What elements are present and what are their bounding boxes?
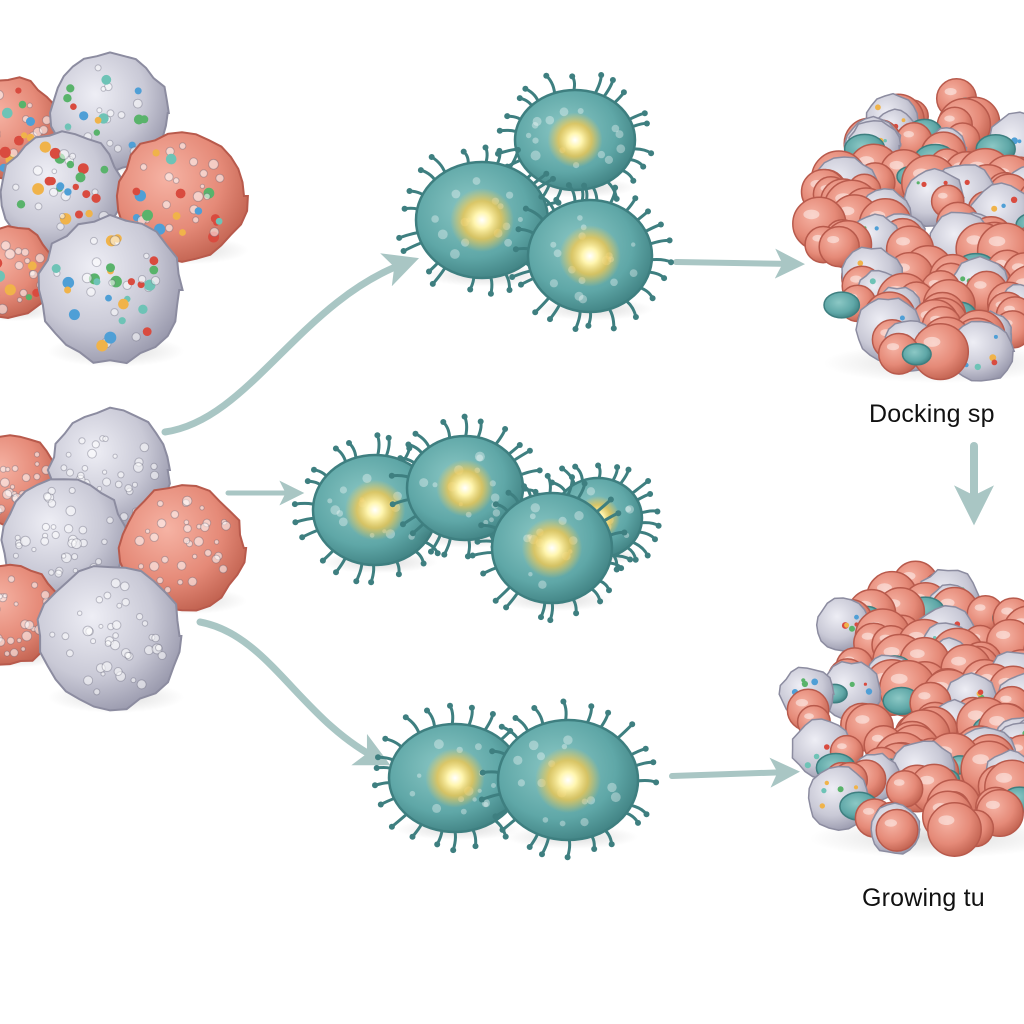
immune-cell — [291, 432, 458, 586]
red-tumor-cell — [875, 808, 919, 852]
docking-spheroid — [792, 77, 1024, 383]
growing-tumor-spheroid — [778, 560, 1024, 859]
arrow-to-docking-spheroid — [673, 248, 805, 279]
arrow-to-bottom-immune-group — [196, 618, 391, 766]
gray-tumor-cell — [36, 565, 185, 714]
flow-arrows — [161, 248, 994, 788]
red-tumor-cell — [927, 802, 982, 857]
tumor-cluster-middle-left — [0, 406, 248, 714]
red-tumor-cell — [911, 322, 970, 381]
arrow-to-top-immune-group — [161, 253, 420, 436]
immune-cell-group-bottom — [372, 698, 660, 861]
immune-cell — [509, 182, 674, 332]
growing-tumor-label: Growing tu — [862, 884, 985, 912]
immune-cell — [469, 472, 634, 624]
immune-cell-group-middle — [291, 413, 662, 624]
gray-tumor-cell — [37, 213, 185, 368]
arrow-to-growing-tumor — [669, 757, 800, 788]
immune-cell — [495, 72, 655, 209]
tumor-cluster-top-left — [0, 51, 249, 368]
immune-cell — [901, 343, 932, 366]
immune-cell — [372, 702, 543, 854]
immune-cell — [823, 291, 861, 319]
immune-cell — [388, 413, 543, 560]
immune-cell-group-top — [396, 72, 674, 332]
immune-cell — [478, 698, 660, 861]
docking-spheroid-label: Docking sp — [869, 400, 995, 428]
red-tumor-cell — [885, 770, 924, 808]
